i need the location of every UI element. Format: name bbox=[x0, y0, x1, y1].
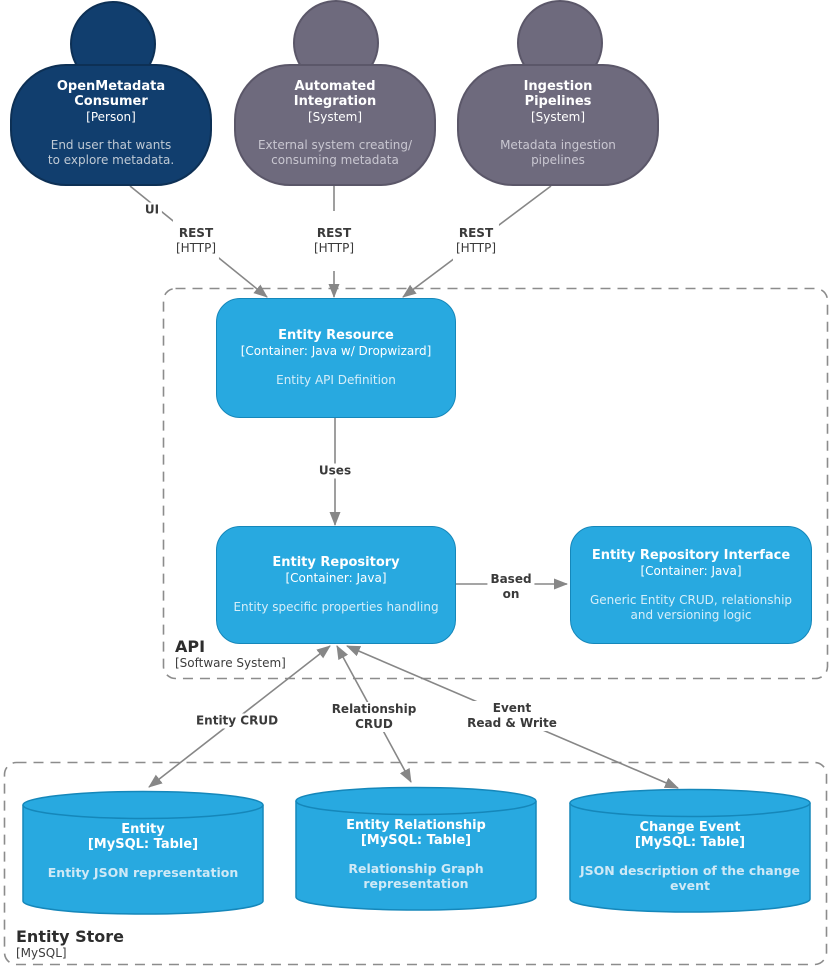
edge-description: REST bbox=[316, 226, 352, 240]
edge-label-rest-3: REST [HTTP] bbox=[452, 211, 500, 271]
node-openmetadata-consumer: OpenMetadata Consumer [Person] End user … bbox=[10, 64, 212, 186]
actor-meta: [System] bbox=[530, 110, 586, 124]
database-cylinder-icon bbox=[22, 790, 264, 915]
edge-label-based-on: Based on bbox=[487, 572, 535, 602]
node-entity-table: Entity [MySQL: Table] Entity JSON repres… bbox=[22, 790, 264, 916]
container-name: Entity Resource bbox=[278, 328, 394, 343]
container-meta: [Container: Java w/ Dropwizard] bbox=[240, 344, 432, 358]
edge-technology: [HTTP] bbox=[313, 241, 355, 255]
node-change-event-table: Change Event [MySQL: Table] JSON descrip… bbox=[569, 788, 811, 914]
actor-description: Metadata ingestion pipelines bbox=[500, 138, 616, 167]
edge-label-entity-crud: Entity CRUD bbox=[192, 713, 282, 729]
entity-store-boundary-label: Entity Store [MySQL] bbox=[16, 927, 125, 961]
container-name: Entity Repository Interface bbox=[591, 547, 791, 563]
table-description: Relationship Graph representation bbox=[348, 861, 484, 891]
boundary-meta: [MySQL] bbox=[16, 946, 67, 960]
boundary-name: API bbox=[175, 637, 206, 656]
actor-description: End user that wants to explore metadata. bbox=[47, 138, 175, 167]
edge-description: REST bbox=[178, 226, 214, 240]
node-entity-repository-interface: Entity Repository Interface [Container: … bbox=[570, 526, 812, 644]
edge-label-relationship-crud: Relationship CRUD bbox=[328, 702, 420, 732]
boundary-name: Entity Store bbox=[16, 927, 125, 946]
actor-meta: [Person] bbox=[86, 110, 136, 124]
table-description: Entity JSON representation bbox=[47, 865, 239, 880]
container-meta: [Container: Java] bbox=[640, 563, 742, 578]
edge-label-event-read-write: Event Read & Write bbox=[464, 701, 560, 731]
node-automated-integration: Automated Integration [System] External … bbox=[234, 64, 436, 186]
container-description: Generic Entity CRUD, relationship and ve… bbox=[589, 592, 793, 622]
actor-name: OpenMetadata Consumer bbox=[56, 79, 166, 109]
table-name: Entity bbox=[121, 822, 165, 837]
api-boundary-label: API [Software System] bbox=[175, 637, 286, 671]
node-entity-relationship-table: Entity Relationship [MySQL: Table] Relat… bbox=[295, 786, 537, 912]
node-entity-repository: Entity Repository [Container: Java] Enti… bbox=[216, 526, 456, 644]
table-meta: [MySQL: Table] bbox=[360, 833, 472, 848]
table-description: JSON description of the change event bbox=[579, 863, 800, 893]
table-meta: [MySQL: Table] bbox=[87, 837, 199, 852]
edge-technology: [HTTP] bbox=[455, 241, 497, 255]
table-name: Entity Relationship bbox=[346, 818, 486, 833]
container-description: Entity specific properties handling bbox=[233, 600, 439, 614]
edge-label-rest-2: REST [HTTP] bbox=[310, 211, 358, 271]
edge-technology: [HTTP] bbox=[175, 241, 217, 255]
actor-description: External system creating/ consuming meta… bbox=[257, 138, 413, 167]
edge-label-rest-1: REST [HTTP] bbox=[172, 211, 220, 271]
node-entity-resource: Entity Resource [Container: Java w/ Drop… bbox=[216, 298, 456, 418]
actor-name: Ingestion Pipelines bbox=[523, 79, 593, 109]
container-name: Entity Repository bbox=[272, 555, 400, 570]
boundary-meta: [Software System] bbox=[175, 656, 286, 670]
actor-meta: [System] bbox=[307, 110, 363, 124]
edge-description: REST bbox=[458, 226, 494, 240]
table-name: Change Event bbox=[639, 820, 741, 835]
actor-name: Automated Integration bbox=[293, 79, 377, 109]
node-ingestion-pipelines: Ingestion Pipelines [System] Metadata in… bbox=[457, 64, 659, 186]
container-description: Entity API Definition bbox=[276, 373, 396, 387]
edge-label-uses: Uses bbox=[315, 463, 355, 479]
container-meta: [Container: Java] bbox=[285, 571, 387, 585]
database-cylinder-icon bbox=[295, 786, 537, 911]
database-cylinder-icon bbox=[569, 788, 811, 913]
edge-label-ui: UI bbox=[141, 202, 163, 218]
table-meta: [MySQL: Table] bbox=[634, 835, 746, 850]
